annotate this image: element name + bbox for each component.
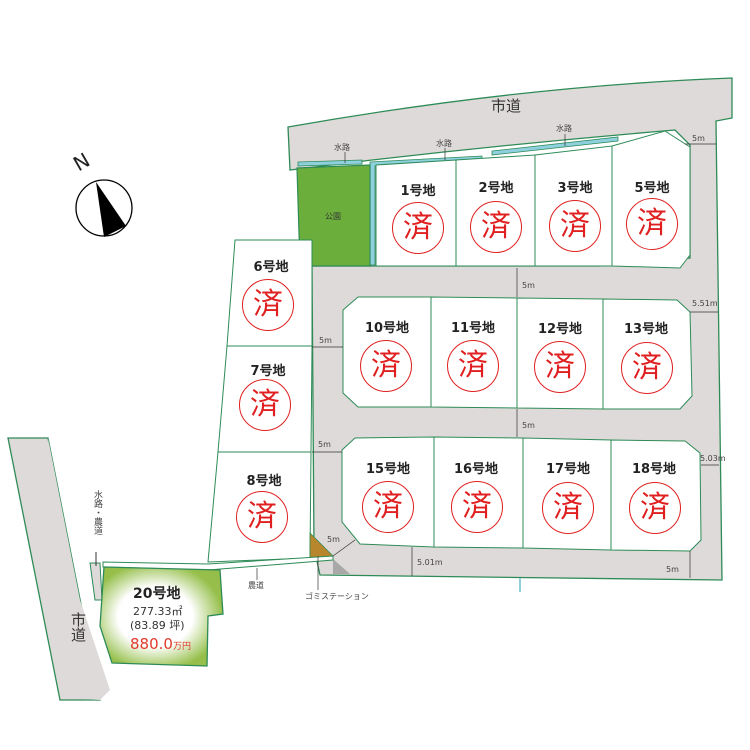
lot-3-label: 3号地 bbox=[557, 181, 593, 196]
sold-stamp-lot-2: 済 bbox=[470, 201, 522, 253]
waterway-label-1: 水路 bbox=[334, 143, 350, 152]
lot-20-area-tsubo: (83.89 坪) bbox=[130, 619, 185, 632]
lot-20-area-sqm: 277.33㎡ bbox=[133, 605, 183, 618]
compass bbox=[75, 179, 133, 237]
width-right-503: 5.03m bbox=[700, 454, 726, 463]
lot-5-label: 5号地 bbox=[634, 181, 670, 196]
width-row1-between: 5m bbox=[522, 281, 535, 290]
sold-stamp-lot-3: 済 bbox=[549, 200, 601, 252]
sold-stamp-lot-18: 済 bbox=[629, 482, 681, 534]
lot-15-label: 15号地 bbox=[365, 462, 411, 477]
sold-stamp-lot-16: 済 bbox=[451, 481, 503, 533]
top-city-road-label: 市道 bbox=[491, 97, 522, 115]
sold-stamp-lot-10: 済 bbox=[360, 340, 412, 392]
sold-stamp-lot-1: 済 bbox=[392, 202, 444, 254]
sold-stamp-lot-8: 済 bbox=[236, 491, 288, 543]
lot-16-label: 16号地 bbox=[453, 462, 499, 477]
waterway-1 bbox=[297, 159, 363, 167]
width-top-right: 5m bbox=[692, 134, 705, 143]
lot-8-label: 8号地 bbox=[246, 474, 282, 489]
lot-1-label: 1号地 bbox=[400, 184, 436, 199]
sold-stamp-lot-6: 済 bbox=[242, 279, 294, 331]
lot-13-label: 13号地 bbox=[623, 322, 669, 337]
width-left-row1: 5m bbox=[319, 336, 332, 345]
garbage-station-label: ゴミステーション bbox=[305, 592, 369, 601]
sold-stamp-lot-5: 済 bbox=[626, 198, 678, 250]
lot-20-label[interactable]: 20号地 bbox=[133, 586, 181, 602]
farm-road-label: 農道 bbox=[248, 581, 264, 590]
waterway-farm-road-label: 水路・農道 bbox=[92, 490, 102, 535]
lot-12-label: 12号地 bbox=[537, 322, 583, 337]
width-bottom-right: 5m bbox=[666, 565, 679, 574]
lot-18-label: 18号地 bbox=[631, 462, 677, 477]
width-bottom-501: 5.01m bbox=[417, 558, 443, 567]
sold-stamp-lot-12: 済 bbox=[534, 341, 586, 393]
width-corner: 5m bbox=[327, 535, 340, 544]
lot-7-label: 7号地 bbox=[250, 364, 286, 379]
lot-2-label: 2号地 bbox=[478, 181, 514, 196]
width-row2-between: 5m bbox=[522, 421, 535, 430]
park-label: 公園 bbox=[325, 212, 341, 221]
lot-20-price-unit: 万円 bbox=[172, 642, 191, 652]
lot-20-price: 880.0万円 bbox=[130, 635, 191, 653]
waterway-3 bbox=[491, 136, 619, 156]
farm-road bbox=[102, 555, 334, 571]
sold-stamp-lot-15: 済 bbox=[362, 481, 414, 533]
sold-stamp-lot-13: 済 bbox=[621, 342, 673, 394]
sold-stamp-lot-17: 済 bbox=[542, 482, 594, 534]
width-right-551: 5.51m bbox=[692, 299, 718, 308]
lot-6-label: 6号地 bbox=[253, 260, 289, 275]
sold-stamp-lot-11: 済 bbox=[447, 340, 499, 392]
left-city-road-label: 市道 bbox=[69, 612, 87, 642]
lot-10-label: 10号地 bbox=[364, 321, 410, 336]
lot-11-label: 11号地 bbox=[450, 321, 496, 336]
width-left-row2: 5m bbox=[318, 440, 331, 449]
waterway-label-2: 水路 bbox=[436, 139, 452, 148]
lot-20-shape[interactable] bbox=[99, 566, 224, 667]
sold-stamp-lot-7: 済 bbox=[239, 379, 291, 431]
north-arrow-icon bbox=[96, 182, 126, 237]
lot-20-price-value: 880.0 bbox=[130, 635, 173, 653]
waterway-label-3: 水路 bbox=[556, 124, 572, 133]
lot-17-label: 17号地 bbox=[545, 462, 591, 477]
